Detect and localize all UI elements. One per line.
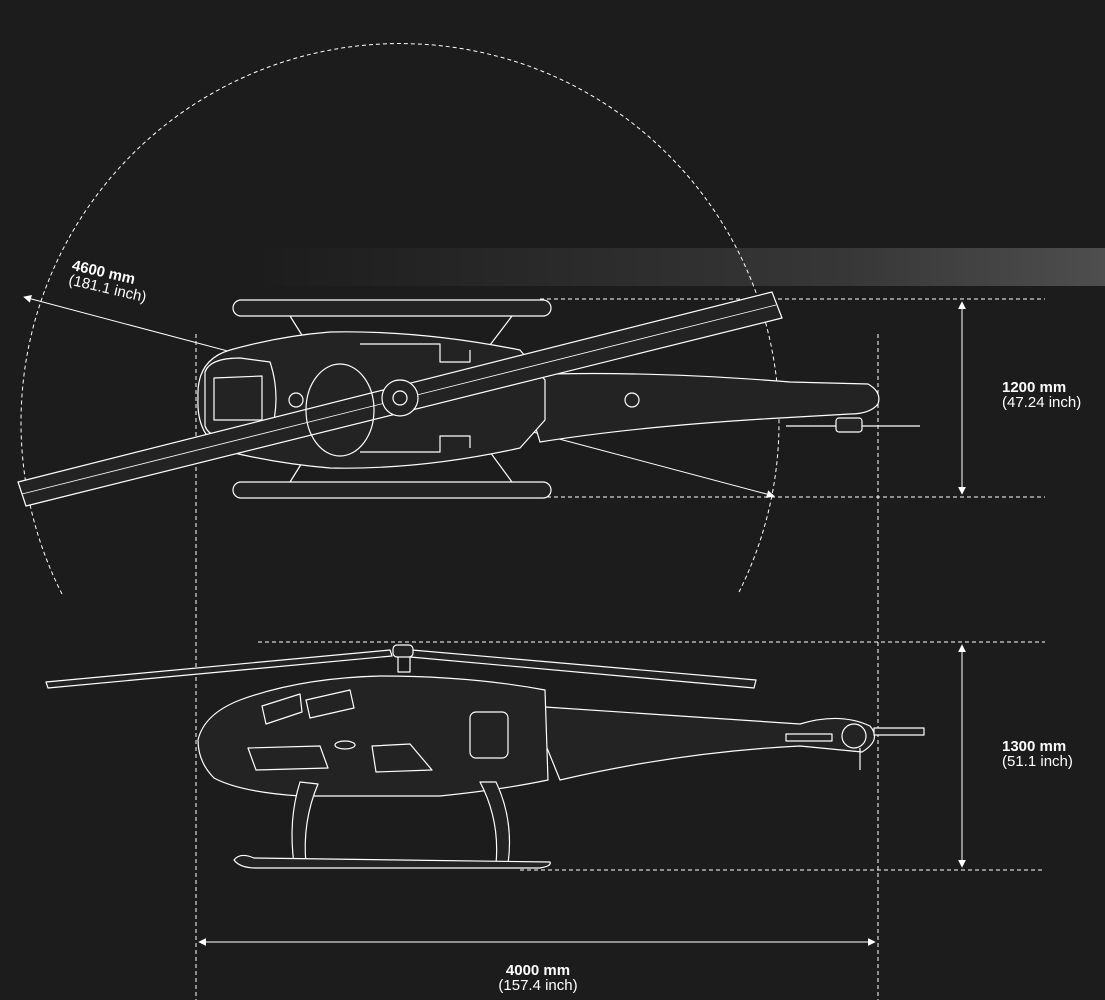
main-rotor-side-left [45,649,393,689]
tail-boom-top [519,372,880,443]
height-mm: 1300 mm [1002,738,1067,755]
tail-rotor-side-right [873,727,925,736]
height-label: 1300 mm (51.1 inch) [1002,739,1073,769]
skid-bottom [232,481,552,499]
fuselage-side [197,675,549,797]
tail-boom-side [529,705,876,781]
rotor-hub-top [381,379,419,417]
length-label: 4000 mm (157.4 inch) [488,963,588,993]
light-streak [250,248,1105,286]
tail-rotor-side-left [785,733,833,742]
height-inch: (51.1 inch) [1002,753,1073,770]
width-inch: (47.24 inch) [1002,394,1082,411]
length-mm: 4000 mm [505,962,571,979]
width-label: 1200 mm (47.24 inch) [1002,380,1081,410]
length-inch: (157.4 inch) [498,977,578,994]
width-mm: 1200 mm [1002,379,1067,396]
top-view [17,291,920,507]
skid-side [233,854,551,869]
skid-top [232,299,552,317]
side-view [45,644,925,869]
